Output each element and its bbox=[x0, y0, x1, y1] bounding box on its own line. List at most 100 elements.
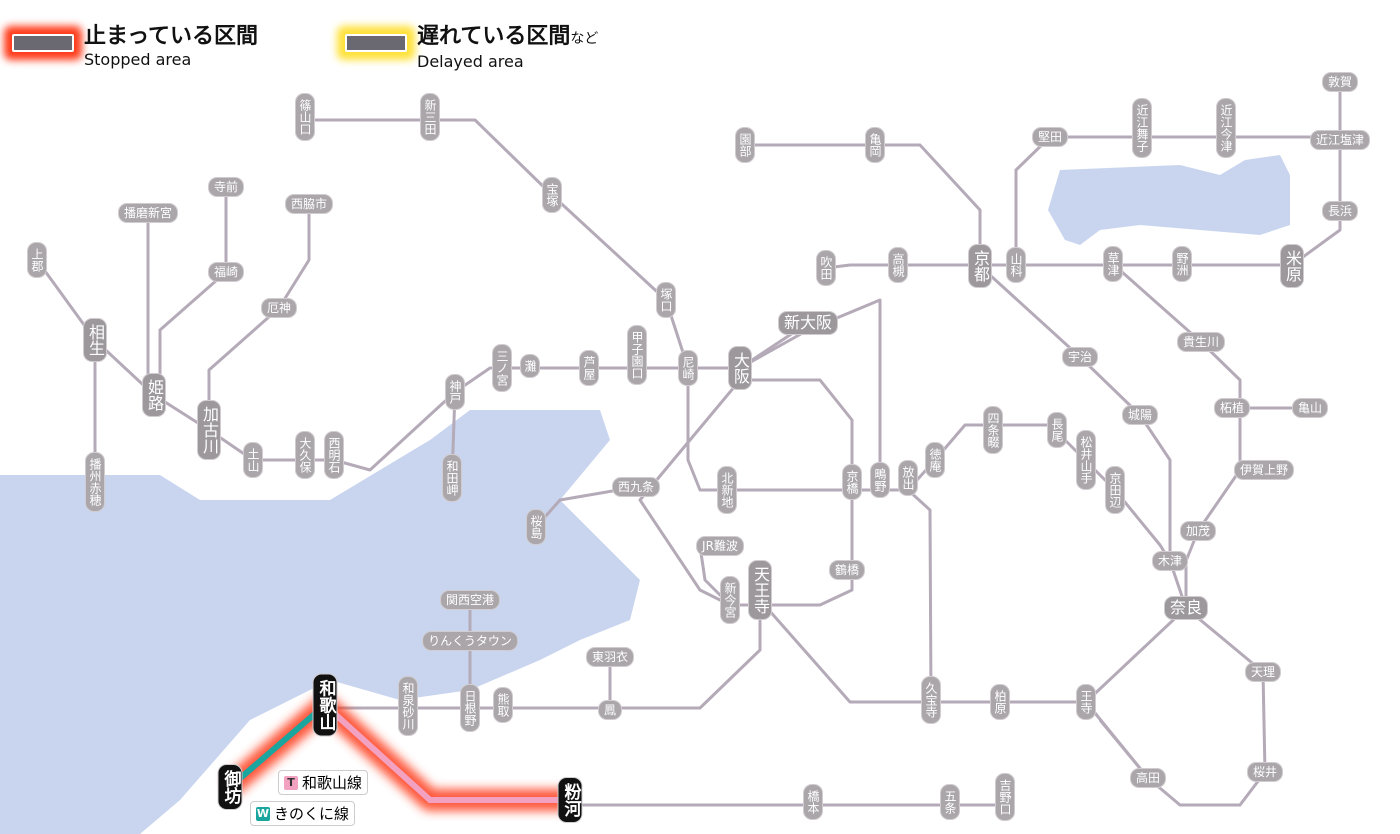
station-label[interactable]: 和歌山 bbox=[312, 673, 338, 737]
station-label[interactable]: 高槻 bbox=[888, 247, 908, 283]
station-label[interactable]: 播磨新宮 bbox=[117, 203, 179, 223]
station-label[interactable]: 亀山 bbox=[1291, 398, 1329, 418]
station-label[interactable]: 熊取 bbox=[493, 687, 513, 723]
station-label[interactable]: 関西空港 bbox=[439, 590, 501, 610]
station-label[interactable]: 加茂 bbox=[1179, 521, 1217, 541]
track-segment bbox=[638, 379, 742, 607]
station-label[interactable]: 京都 bbox=[968, 244, 992, 288]
legend-stopped: 止まっている区間 Stopped area bbox=[12, 24, 258, 69]
station-label[interactable]: 桜島 bbox=[526, 509, 546, 545]
station-label[interactable]: 柏原 bbox=[990, 684, 1010, 720]
station-label[interactable]: 大久保 bbox=[295, 431, 315, 479]
station-label[interactable]: 新大阪 bbox=[777, 311, 839, 335]
station-label[interactable]: 三ノ宮 bbox=[492, 344, 512, 392]
station-label[interactable]: 西九条 bbox=[611, 477, 661, 497]
station-label[interactable]: 西脇市 bbox=[284, 194, 334, 214]
station-label[interactable]: 伊賀上野 bbox=[1233, 460, 1295, 480]
station-label[interactable]: 草津 bbox=[1103, 246, 1123, 282]
station-label[interactable]: 長浜 bbox=[1321, 201, 1359, 221]
station-label[interactable]: 天王寺 bbox=[748, 560, 772, 620]
station-label[interactable]: JR難波 bbox=[696, 536, 744, 556]
station-label[interactable]: 加古川 bbox=[197, 400, 221, 460]
station-label[interactable]: 土山 bbox=[243, 442, 263, 478]
water-areas bbox=[0, 155, 1290, 834]
track-segment bbox=[1014, 135, 1340, 265]
line-name: 和歌山線 bbox=[302, 774, 363, 792]
station-label[interactable]: 神戸 bbox=[445, 374, 465, 410]
station-label[interactable]: りんくうタウン bbox=[422, 631, 518, 651]
line-badge-t: T bbox=[284, 775, 298, 790]
station-label[interactable]: 園部 bbox=[735, 127, 755, 163]
station-label[interactable]: 久宝寺 bbox=[921, 676, 941, 724]
station-label[interactable]: 播州赤穂 bbox=[85, 452, 105, 512]
station-label[interactable]: 城陽 bbox=[1121, 405, 1159, 425]
station-label[interactable]: 放出 bbox=[898, 460, 918, 496]
station-label[interactable]: 大阪 bbox=[728, 346, 752, 390]
station-label[interactable]: 宇治 bbox=[1061, 347, 1099, 367]
station-label[interactable]: 近江塩津 bbox=[1309, 130, 1371, 150]
line-label-kinokuni[interactable]: W きのくに線 bbox=[250, 801, 356, 826]
delayed-swatch bbox=[345, 34, 407, 52]
station-label[interactable]: 吹田 bbox=[816, 250, 836, 286]
station-label[interactable]: 近江今津 bbox=[1216, 98, 1236, 158]
station-label[interactable]: 宝塚 bbox=[542, 177, 562, 213]
station-label[interactable]: 篠山口 bbox=[295, 93, 315, 141]
station-label[interactable]: 東羽衣 bbox=[585, 647, 635, 667]
station-label[interactable]: 野洲 bbox=[1172, 246, 1192, 282]
station-label[interactable]: 鶴橋 bbox=[828, 560, 866, 580]
station-label[interactable]: 堅田 bbox=[1031, 127, 1069, 147]
station-label[interactable]: 亀岡 bbox=[865, 127, 885, 163]
station-label[interactable]: 桜井 bbox=[1246, 762, 1284, 782]
station-label[interactable]: 上郡 bbox=[27, 242, 47, 278]
station-label[interactable]: 芦屋 bbox=[579, 350, 599, 386]
station-label[interactable]: 近江舞子 bbox=[1132, 98, 1152, 158]
station-label[interactable]: 厄神 bbox=[260, 298, 298, 318]
station-label[interactable]: 日根野 bbox=[460, 684, 480, 732]
station-label[interactable]: 北新地 bbox=[717, 466, 737, 514]
station-label[interactable]: 木津 bbox=[1151, 551, 1189, 571]
station-label[interactable]: 王寺 bbox=[1076, 684, 1096, 720]
stopped-section[interactable] bbox=[222, 694, 570, 811]
track-segment bbox=[698, 378, 854, 607]
station-label[interactable]: 天理 bbox=[1244, 662, 1282, 682]
island-southwest bbox=[0, 770, 40, 834]
station-label[interactable]: 柘植 bbox=[1213, 398, 1251, 418]
station-label[interactable]: 高田 bbox=[1129, 768, 1167, 788]
station-label[interactable]: 和泉砂川 bbox=[398, 676, 418, 736]
station-label[interactable]: 新今宮 bbox=[720, 576, 740, 624]
station-label[interactable]: 福崎 bbox=[207, 262, 245, 282]
station-label[interactable]: 貴生川 bbox=[1176, 332, 1226, 352]
station-label[interactable]: 吉野口 bbox=[995, 773, 1015, 821]
station-label[interactable]: 鴫野 bbox=[870, 462, 890, 498]
legend-delayed-suffix: など bbox=[570, 31, 599, 47]
station-label[interactable]: 四条畷 bbox=[983, 406, 1003, 454]
station-label[interactable]: 橋本 bbox=[803, 784, 823, 820]
station-label[interactable]: 御坊 bbox=[217, 764, 243, 810]
station-label[interactable]: 塚口 bbox=[656, 282, 676, 318]
station-label[interactable]: 相生 bbox=[83, 318, 107, 362]
station-label[interactable]: 灘 bbox=[520, 354, 540, 378]
station-label[interactable]: 甲子園口 bbox=[627, 325, 647, 385]
station-label[interactable]: 徳庵 bbox=[925, 442, 945, 478]
station-label[interactable]: 山科 bbox=[1006, 247, 1026, 283]
station-label[interactable]: 京田辺 bbox=[1105, 466, 1125, 514]
station-label[interactable]: 新三田 bbox=[420, 93, 440, 141]
track-segment bbox=[207, 204, 311, 430]
station-label[interactable]: 五条 bbox=[940, 784, 960, 820]
station-label[interactable]: 鳳 bbox=[597, 700, 623, 720]
station-label[interactable]: 松井山手 bbox=[1076, 430, 1096, 490]
station-label[interactable]: 奈良 bbox=[1163, 596, 1209, 620]
station-label[interactable]: 米原 bbox=[1280, 244, 1304, 288]
station-label[interactable]: 寺前 bbox=[207, 177, 245, 197]
station-label[interactable]: 和田岬 bbox=[442, 454, 462, 502]
station-label[interactable]: 粉河 bbox=[557, 777, 583, 823]
station-label[interactable]: 長尾 bbox=[1047, 412, 1067, 448]
station-label[interactable]: 尼崎 bbox=[678, 350, 698, 386]
station-label[interactable]: 敦賀 bbox=[1321, 72, 1359, 92]
station-label[interactable]: 姫路 bbox=[142, 373, 166, 417]
station-label[interactable]: 西明石 bbox=[324, 431, 344, 479]
line-label-wakayama[interactable]: T 和歌山線 bbox=[278, 770, 369, 795]
track-segment bbox=[739, 298, 882, 490]
legend-delayed: 遅れている区間など Delayed area bbox=[345, 24, 598, 71]
station-label[interactable]: 京橋 bbox=[842, 464, 862, 500]
